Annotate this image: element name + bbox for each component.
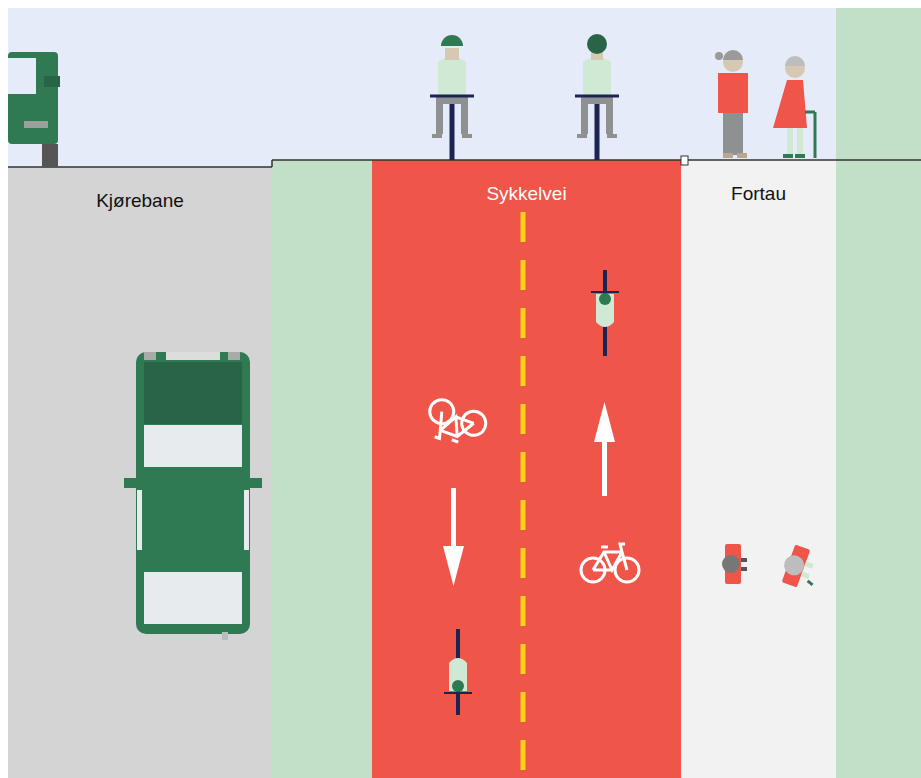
band-label: Sykkelvei — [372, 182, 681, 206]
cycleway-band: Sykkelvei — [372, 160, 681, 778]
curb-edge — [271, 160, 273, 167]
band-label: Kjørebane — [8, 189, 272, 213]
sidewalk-band: Fortau — [681, 160, 836, 778]
pedestrian-side-2 — [773, 56, 815, 158]
cyclist-side-1 — [430, 35, 474, 160]
verge-right — [836, 8, 921, 778]
band-label: Fortau — [681, 182, 836, 206]
sky — [8, 8, 836, 160]
roadway-band: Kjørebane — [8, 167, 272, 778]
car-side — [8, 52, 60, 167]
pedestrian-side-1 — [715, 50, 748, 158]
sky-lower — [8, 160, 272, 167]
cyclist-side-2 — [575, 34, 619, 160]
verge-left — [272, 160, 372, 778]
